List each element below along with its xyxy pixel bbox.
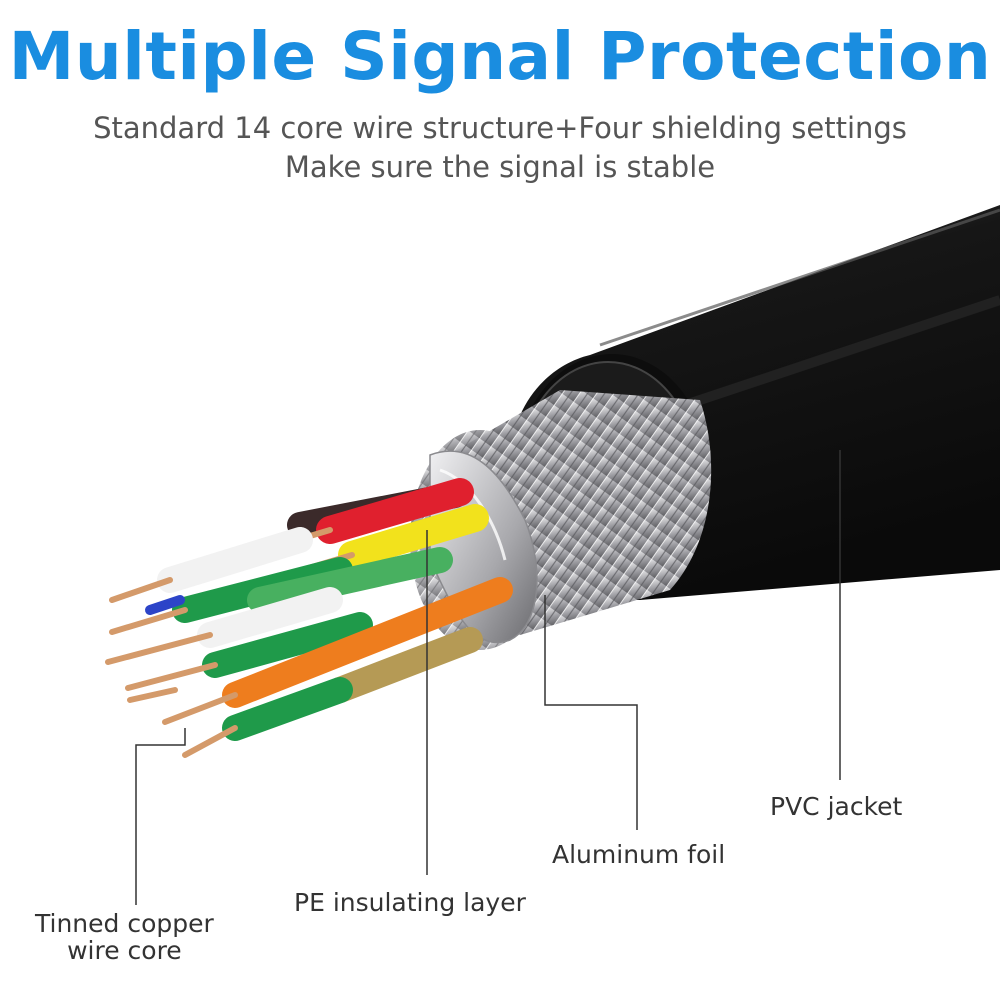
label-tinned-line-2: wire core xyxy=(67,936,182,965)
label-pvc-jacket: PVC jacket xyxy=(770,792,903,821)
label-tinned-line-1: Tinned copper xyxy=(35,909,214,938)
leader-lines xyxy=(135,450,841,905)
label-aluminum-foil: Aluminum foil xyxy=(552,840,726,869)
leader-line-foil xyxy=(544,595,638,830)
label-tinned-copper-core: Tinned copper wire core xyxy=(35,910,214,964)
page-title: Multiple Signal Protection xyxy=(8,18,992,95)
label-pe-insulating-layer: PE insulating layer xyxy=(294,888,526,917)
inner-wires xyxy=(105,478,513,758)
leader-line-tinned xyxy=(135,728,186,905)
subtitle-line-1: Standard 14 core wire structure+Four shi… xyxy=(93,111,907,145)
subtitle-line-2: Make sure the signal is stable xyxy=(284,150,716,184)
